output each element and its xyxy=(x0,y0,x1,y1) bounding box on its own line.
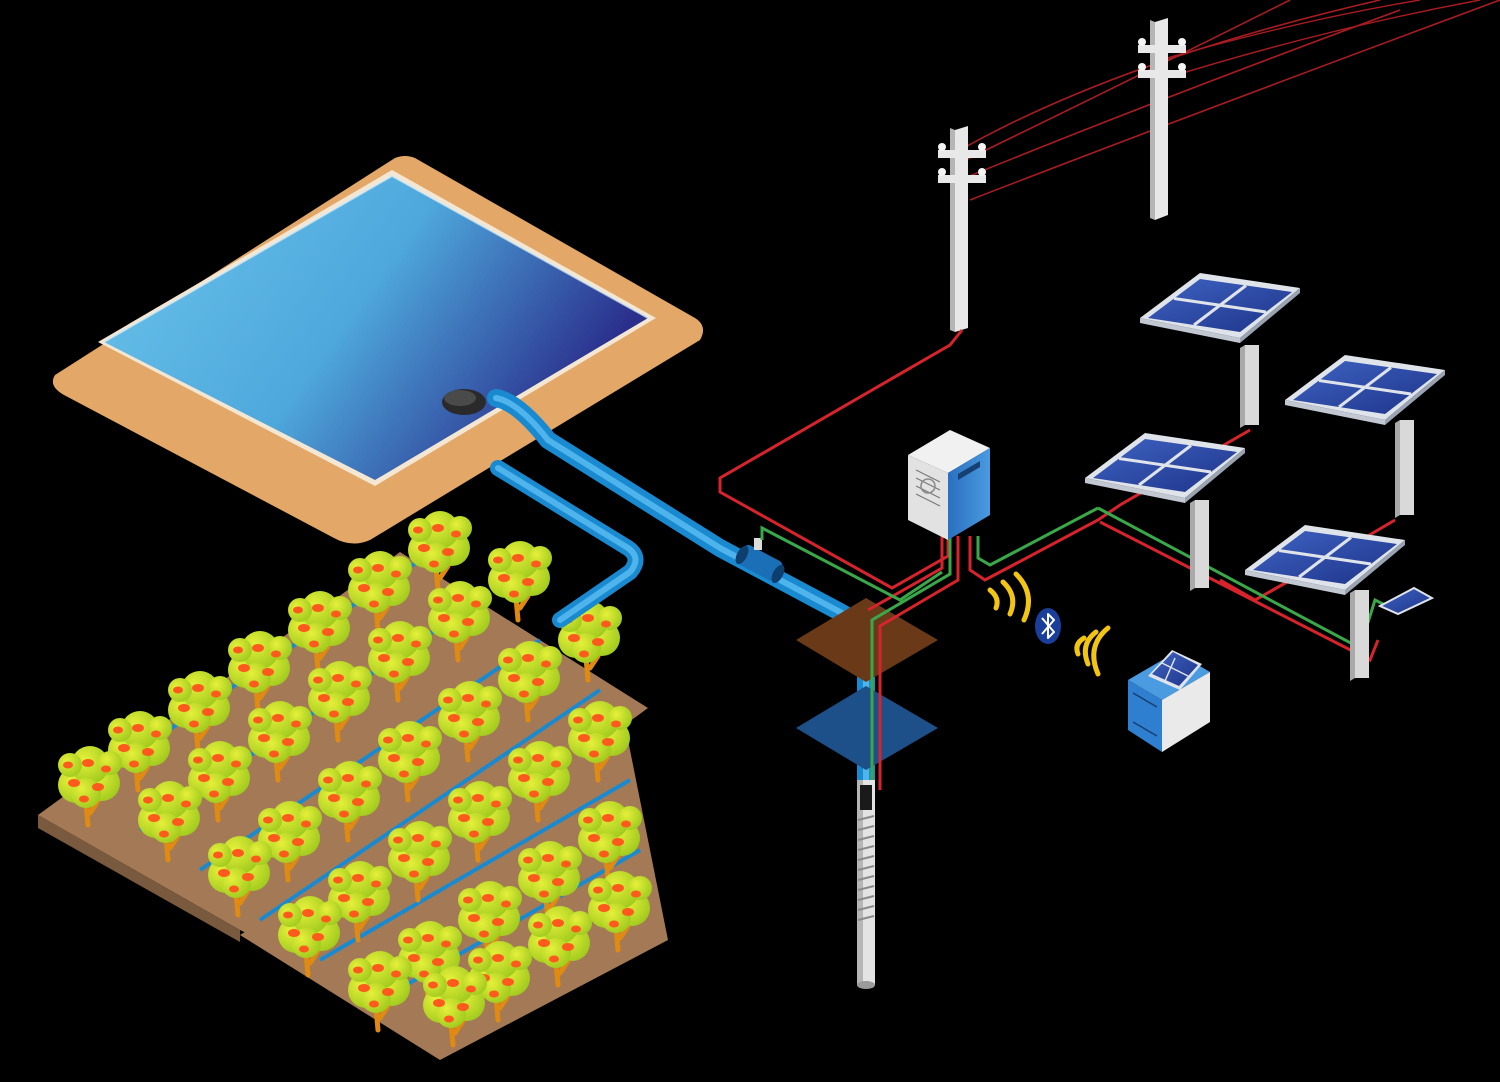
power-pole-near xyxy=(938,126,986,332)
ground-layer-soil xyxy=(796,598,938,682)
grid-power-cable xyxy=(718,329,964,590)
submersible-pump xyxy=(857,780,875,989)
power-line-wires xyxy=(954,0,1500,201)
solar-panel-3 xyxy=(1083,431,1247,591)
pump-power-cables xyxy=(760,525,960,790)
power-pole-far xyxy=(1138,18,1186,220)
bluetooth-icon xyxy=(1035,608,1061,644)
solar-panel-1 xyxy=(1138,271,1302,428)
solar-panel-4 xyxy=(1243,523,1435,681)
flow-meter-icon xyxy=(735,538,785,584)
ground-layer-water-table xyxy=(796,686,938,770)
wireless-signal-icon xyxy=(987,571,1031,623)
solar-panel-2 xyxy=(1283,353,1447,518)
pump-controller xyxy=(908,430,990,540)
water-reservoir xyxy=(52,156,704,544)
remote-monitor-unit xyxy=(1128,650,1210,752)
wireless-signal-icon xyxy=(1074,625,1111,677)
float-switch-icon xyxy=(442,389,486,415)
